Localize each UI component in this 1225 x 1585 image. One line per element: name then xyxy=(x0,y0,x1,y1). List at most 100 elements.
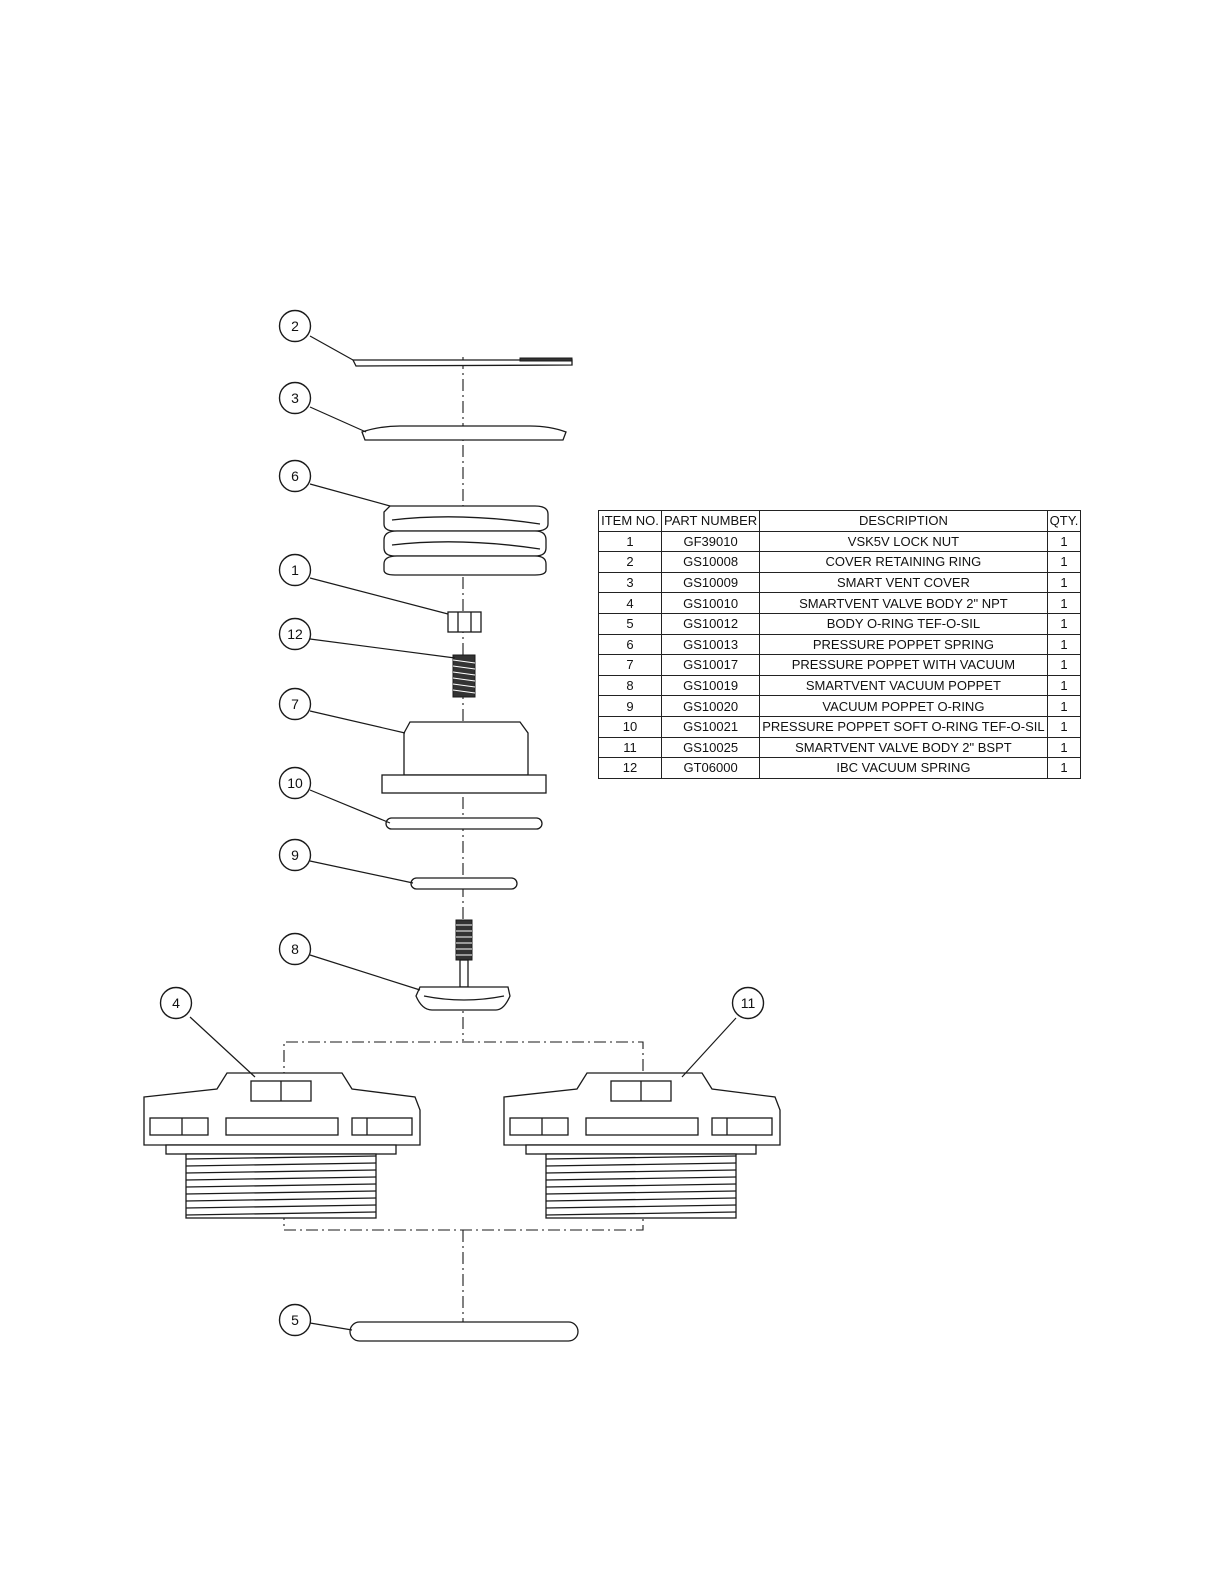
cell-part-number: GS10017 xyxy=(660,654,761,676)
part-vacuum-poppet xyxy=(415,919,511,1011)
cell-qty: 1 xyxy=(1046,571,1082,594)
balloon-11: 11 xyxy=(731,986,765,1020)
balloon-6: 6 xyxy=(278,459,312,493)
balloon-3: 3 xyxy=(278,381,312,415)
cell-item-no: 11 xyxy=(598,736,662,759)
cell-qty: 1 xyxy=(1046,695,1082,717)
part-body-o-ring xyxy=(349,1321,579,1342)
part-lock-nut xyxy=(447,611,482,633)
cell-item-no: 1 xyxy=(598,530,662,553)
balloon-1: 1 xyxy=(278,553,312,587)
cell-description: SMARTVENT VACUUM POPPET xyxy=(759,674,1048,697)
balloon-12: 12 xyxy=(278,617,312,651)
balloon-4: 4 xyxy=(159,986,193,1020)
cell-description: PRESSURE POPPET WITH VACUUM xyxy=(759,654,1048,676)
cell-item-no: 4 xyxy=(598,592,662,614)
balloon-2: 2 xyxy=(278,309,312,343)
svg-text:6: 6 xyxy=(291,468,299,484)
part-pressure-poppet-spring xyxy=(383,505,549,576)
cell-part-number: GS10025 xyxy=(660,736,761,759)
cell-part-number: GS10012 xyxy=(660,612,761,635)
cell-description: VACUUM POPPET O-RING xyxy=(759,695,1048,717)
part-pressure-poppet xyxy=(381,721,547,794)
cell-qty: 1 xyxy=(1046,592,1082,614)
balloon-10: 10 xyxy=(278,766,312,800)
balloon-9: 9 xyxy=(278,838,312,872)
svg-text:7: 7 xyxy=(291,696,299,712)
cell-item-no: 8 xyxy=(598,674,662,697)
svg-text:9: 9 xyxy=(291,847,299,863)
cell-qty: 1 xyxy=(1046,674,1082,697)
cell-item-no: 10 xyxy=(598,715,662,738)
cell-part-number: GF39010 xyxy=(660,530,761,553)
cell-part-number: GS10021 xyxy=(660,715,761,738)
svg-text:1: 1 xyxy=(291,562,299,578)
svg-text:10: 10 xyxy=(287,775,303,791)
cell-part-number: GT06000 xyxy=(660,757,761,779)
balloon-5: 5 xyxy=(278,1303,312,1337)
part-ibc-vacuum-spring xyxy=(452,654,476,698)
svg-text:12: 12 xyxy=(287,626,303,642)
header-item-no: ITEM NO. xyxy=(598,510,662,532)
header-part-number: PART NUMBER xyxy=(660,510,761,532)
cell-qty: 1 xyxy=(1046,736,1082,759)
header-qty: QTY. xyxy=(1046,510,1082,532)
svg-text:4: 4 xyxy=(172,995,180,1011)
svg-text:5: 5 xyxy=(291,1312,299,1328)
cell-part-number: GS10010 xyxy=(660,592,761,614)
cell-qty: 1 xyxy=(1046,654,1082,676)
cell-part-number: GS10019 xyxy=(660,674,761,697)
cell-item-no: 9 xyxy=(598,695,662,717)
balloon-8: 8 xyxy=(278,932,312,966)
cell-part-number: GS10020 xyxy=(660,695,761,717)
cell-qty: 1 xyxy=(1046,551,1082,573)
part-valve-body-npt xyxy=(143,1072,421,1219)
part-vacuum-o-ring xyxy=(410,877,518,890)
cell-item-no: 7 xyxy=(598,654,662,676)
cell-item-no: 6 xyxy=(598,633,662,656)
cell-item-no: 5 xyxy=(598,612,662,635)
part-valve-body-bspt xyxy=(503,1072,781,1219)
cell-description: COVER RETAINING RING xyxy=(759,551,1048,573)
part-smart-vent-cover xyxy=(361,425,567,441)
header-description: DESCRIPTION xyxy=(759,510,1048,532)
cell-item-no: 2 xyxy=(598,551,662,573)
svg-text:2: 2 xyxy=(291,318,299,334)
cell-description: SMART VENT COVER xyxy=(759,571,1048,594)
cell-description: SMARTVENT VALVE BODY 2" NPT xyxy=(759,592,1048,614)
cell-part-number: GS10013 xyxy=(660,633,761,656)
cell-description: PRESSURE POPPET SPRING xyxy=(759,633,1048,656)
cell-qty: 1 xyxy=(1046,633,1082,656)
cell-description: VSK5V LOCK NUT xyxy=(759,530,1048,553)
cell-qty: 1 xyxy=(1046,715,1082,738)
cell-description: BODY O-RING TEF-O-SIL xyxy=(759,612,1048,635)
cell-qty: 1 xyxy=(1046,530,1082,553)
cell-qty: 1 xyxy=(1046,757,1082,779)
part-soft-o-ring xyxy=(385,817,543,830)
part-cover-retaining-ring xyxy=(351,357,573,367)
cell-description: IBC VACUUM SPRING xyxy=(759,757,1048,779)
cell-qty: 1 xyxy=(1046,612,1082,635)
svg-text:11: 11 xyxy=(741,995,756,1011)
cell-description: PRESSURE POPPET SOFT O-RING TEF-O-SIL xyxy=(759,715,1048,738)
leader-lines xyxy=(189,335,737,1331)
svg-text:8: 8 xyxy=(291,941,299,957)
cell-part-number: GS10008 xyxy=(660,551,761,573)
balloon-7: 7 xyxy=(278,687,312,721)
cell-item-no: 12 xyxy=(598,757,662,779)
